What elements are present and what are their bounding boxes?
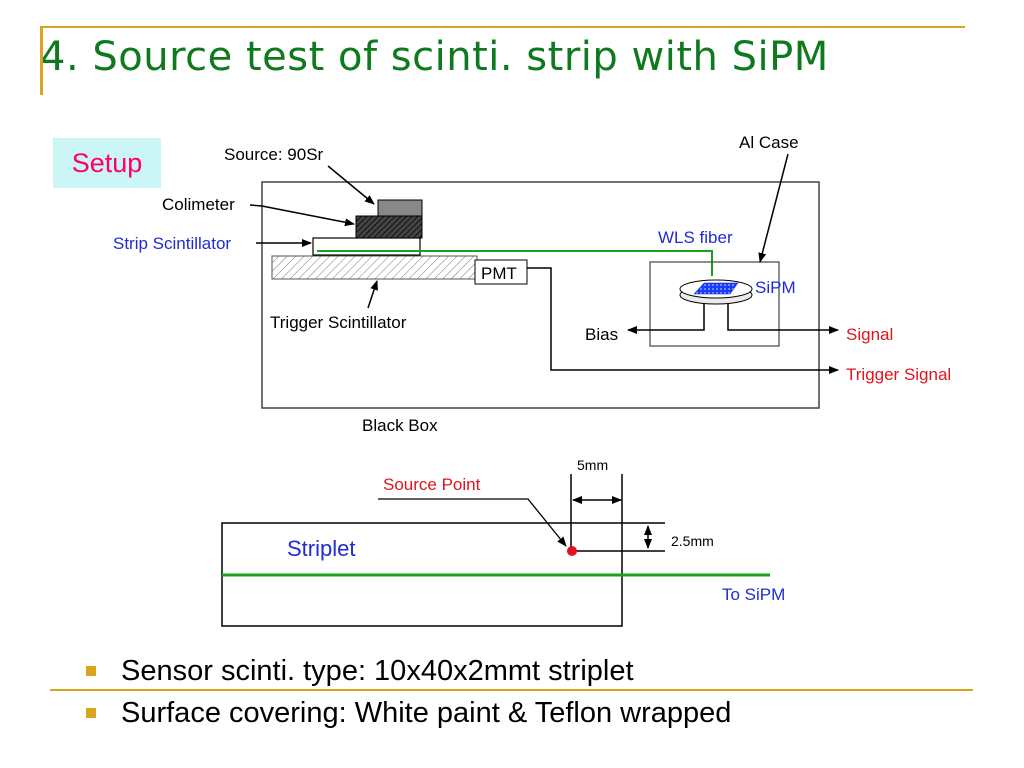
- signal-line: [727, 304, 839, 334]
- striplet-body: [221, 474, 623, 627]
- al-case-pointer: [758, 153, 789, 263]
- wls-fiber-label: WLS fiber: [658, 228, 733, 247]
- bullet-item: Surface covering: White paint & Teflon w…: [86, 692, 731, 734]
- pmt-label: PMT: [481, 264, 517, 283]
- strip-scintillator-label: Strip Scintillator: [113, 234, 231, 253]
- setup-diagram: Black Box PMT WLS fiber Al Case SiPM Bia…: [113, 133, 951, 627]
- page-title: 4. Source test of scinti. strip with SiP…: [40, 34, 829, 80]
- black-box: [261, 181, 820, 409]
- title-left-rule: [40, 27, 43, 95]
- source-point-label: Source Point: [383, 475, 481, 494]
- to-sipm-label: To SiPM: [722, 585, 785, 604]
- source-block: [377, 199, 423, 217]
- colimeter-block: [355, 215, 423, 239]
- sipm-label: SiPM: [755, 278, 796, 297]
- bullet-square-icon: [86, 666, 96, 676]
- trigger-scintillator-pointer: [367, 280, 378, 309]
- trigger-signal-line: [527, 267, 839, 374]
- bullet-text: Surface covering: White paint & Teflon w…: [121, 697, 732, 729]
- al-case-label: Al Case: [739, 133, 799, 152]
- bottom-rule: [50, 689, 973, 691]
- signal-label: Signal: [846, 325, 893, 344]
- wls-fiber-line: [317, 250, 713, 276]
- bias-line: [627, 304, 705, 334]
- bullet-text: Sensor scinti. type: 10x40x2mmt striplet: [121, 655, 634, 687]
- dim-5mm-label: 5mm: [577, 457, 608, 473]
- pmt-box: [474, 259, 528, 285]
- source-pointer: [327, 165, 375, 205]
- bullet-square-icon: [86, 708, 96, 718]
- trigger-scintillator: [271, 255, 478, 280]
- al-case: [649, 261, 780, 347]
- trigger-signal-label: Trigger Signal: [846, 365, 951, 384]
- source-point-dot: [567, 546, 577, 556]
- dim-2-5mm-label: 2.5mm: [671, 533, 714, 549]
- colimeter-pointer: [249, 204, 355, 227]
- title-top-rule: [40, 26, 965, 28]
- colimeter-label: Colimeter: [162, 195, 235, 214]
- bias-label: Bias: [585, 325, 618, 344]
- strip-scintillator: [312, 237, 421, 256]
- sipm-device: [679, 279, 753, 305]
- source-point-pointer: [378, 498, 567, 547]
- source-label: Source: 90Sr: [224, 145, 324, 164]
- bullet-item: Sensor scinti. type: 10x40x2mmt striplet: [86, 650, 731, 692]
- setup-badge: Setup: [53, 138, 161, 188]
- striplet-label: Striplet: [287, 536, 355, 561]
- bullet-list: Sensor scinti. type: 10x40x2mmt striplet…: [86, 650, 731, 734]
- black-box-label: Black Box: [362, 416, 438, 435]
- trigger-scintillator-label: Trigger Scintillator: [270, 313, 407, 332]
